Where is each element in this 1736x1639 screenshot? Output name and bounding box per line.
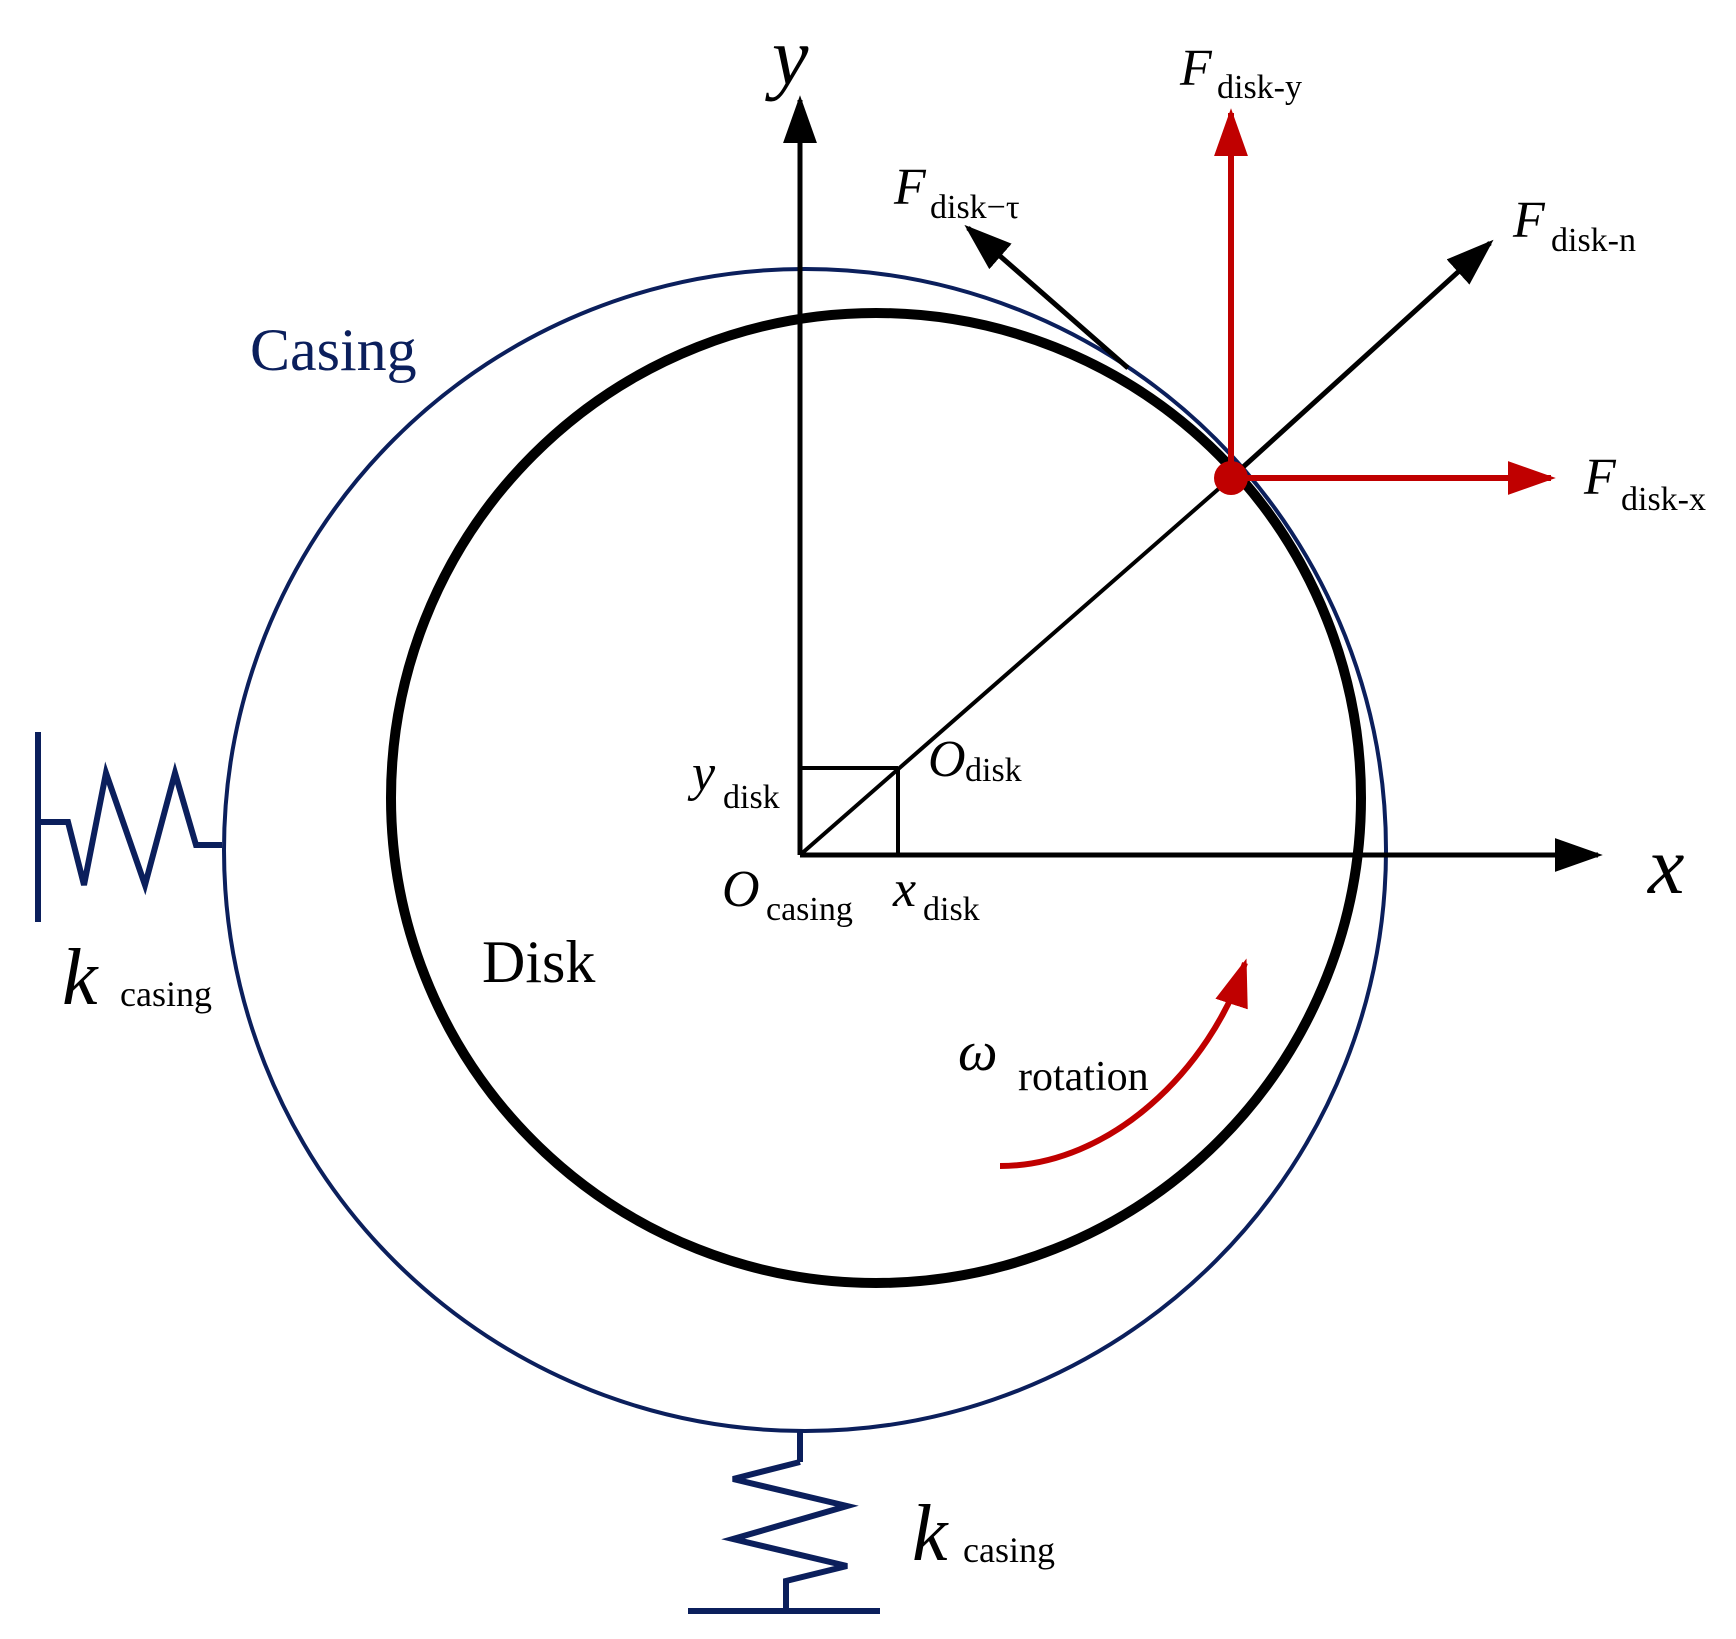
casing-label: Casing bbox=[250, 317, 417, 383]
left-spring bbox=[35, 732, 222, 922]
disk-label: Disk bbox=[482, 929, 595, 995]
f-disk-n-arrow bbox=[1229, 239, 1494, 480]
y-axis-label: y bbox=[765, 11, 809, 102]
radial-line bbox=[798, 476, 1233, 857]
casing-circle bbox=[222, 267, 1388, 1433]
x-axis-label: x bbox=[1647, 820, 1684, 911]
disk-circle bbox=[386, 308, 1366, 1288]
disk-offset-box bbox=[800, 766, 900, 855]
rotation-arrow bbox=[999, 958, 1248, 1169]
f-disk-tau-arrow bbox=[964, 224, 1130, 370]
contact-point bbox=[1214, 461, 1248, 495]
bottom-spring bbox=[688, 1431, 880, 1614]
o-disk-label: Odisk bbox=[928, 731, 1022, 789]
